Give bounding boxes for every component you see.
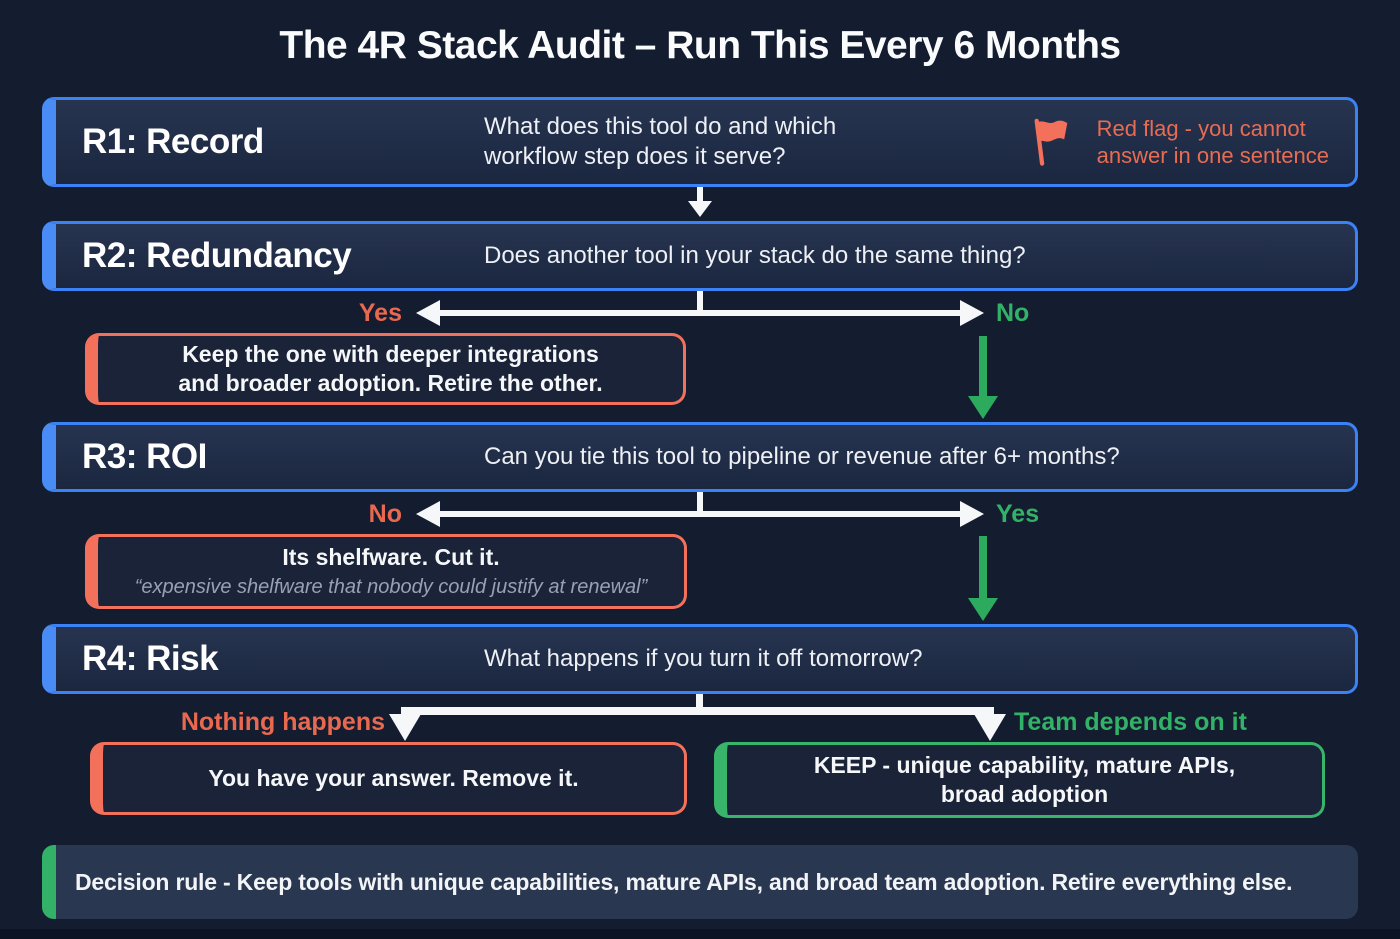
r1-question-line2: workflow step does it serve? [484, 143, 786, 170]
branch-split-r4 [389, 694, 1006, 741]
r4-branch-team-depends-label: Team depends on it [1014, 708, 1247, 736]
r3-label: R3: ROI [82, 437, 207, 476]
branch-split-r3 [416, 492, 984, 527]
decision-rule-box: Decision rule - Keep tools with unique c… [42, 845, 1358, 919]
r3-callout-line1: Its shelfware. Cut it. [282, 543, 500, 570]
red-flag-note: Red flag - you cannot answer in one sent… [1025, 115, 1329, 169]
r4-left-outcome-text: You have your answer. Remove it. [208, 765, 579, 791]
r4-branch-nothing-happens-label: Nothing happens [180, 708, 385, 736]
decision-rule-text: Decision rule - Keep tools with unique c… [75, 868, 1293, 895]
down-arrow-r1-r2 [688, 187, 712, 217]
r4-label: R4: Risk [82, 639, 219, 678]
green-arrow-r2-to-r3 [968, 336, 998, 419]
r4-question: What happens if you turn it off tomorrow… [484, 645, 923, 672]
r3-branch-yes-label: Yes [996, 500, 1040, 528]
bottom-strip [0, 929, 1400, 939]
callout-r3-no-shelfware: Its shelfware. Cut it. “expensive shelfw… [85, 534, 687, 609]
r2-callout-line2: and broader adoption. Retire the other. [178, 370, 603, 396]
r2-label: R2: Redundancy [82, 236, 352, 275]
page-title: The 4R Stack Audit – Run This Every 6 Mo… [279, 24, 1121, 67]
red-flag-text-line1: Red flag - you cannot [1096, 116, 1306, 141]
outcome-box-remove-it: You have your answer. Remove it. [90, 742, 687, 815]
step-box-r3-roi: R3: ROI Can you tie this tool to pipelin… [42, 422, 1358, 492]
red-flag-text: Red flag - you cannot answer in one sent… [1097, 115, 1329, 169]
r1-question: What does this tool do and which workflo… [484, 112, 904, 172]
r4-right-outcome-line2: broad adoption [940, 781, 1109, 807]
r3-question: Can you tie this tool to pipeline or rev… [484, 443, 1120, 470]
callout-r2-yes-keep-deeper: Keep the one with deeper integrations an… [85, 333, 686, 405]
step-box-r4-risk: R4: Risk What happens if you turn it off… [42, 624, 1358, 694]
r2-branch-no-label: No [996, 299, 1030, 327]
red-flag-icon [1025, 115, 1079, 169]
r1-label: R1: Record [82, 122, 264, 161]
red-flag-text-line2: answer in one sentence [1096, 143, 1329, 168]
r1-question-line1: What does this tool do and which [484, 113, 837, 140]
branch-split-r2 [416, 291, 984, 326]
r2-branch-yes-label: Yes [358, 299, 402, 327]
r3-callout-quote: “expensive shelfware that nobody could j… [134, 575, 648, 598]
outcome-box-keep: KEEP - unique capability, mature APIs, b… [714, 742, 1325, 818]
r3-branch-no-label: No [368, 500, 402, 528]
r4-right-outcome-line1: KEEP - unique capability, mature APIs, [813, 752, 1236, 778]
step-box-r1-record: R1: Record What does this tool do and wh… [42, 97, 1358, 187]
r2-question: Does another tool in your stack do the s… [484, 242, 1026, 269]
r2-callout-line1: Keep the one with deeper integrations [182, 341, 599, 367]
step-box-r2-redundancy: R2: Redundancy Does another tool in your… [42, 221, 1358, 291]
green-arrow-r3-to-r4 [968, 536, 998, 621]
